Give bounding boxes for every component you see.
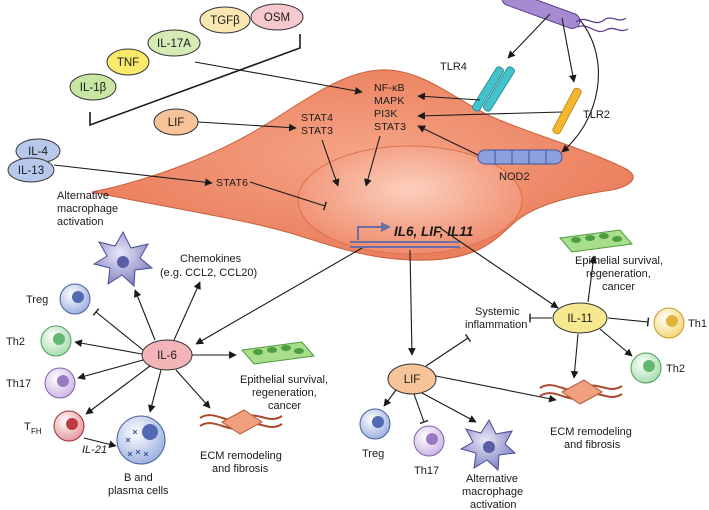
macrophage-icon [92, 230, 154, 288]
tfh-subscript: FH [31, 427, 42, 436]
il6-ecm-1: ECM remodeling [200, 450, 282, 462]
tlr2-receptor-icon [552, 87, 582, 135]
b-plasma-cell-icon [116, 415, 166, 465]
cytokine-il17a: IL-17A [147, 29, 201, 57]
il6-epithelial-1: Epithelial survival, [240, 374, 328, 386]
stat3-label-b: STAT3 [301, 125, 333, 137]
mapk-label: MAPK [374, 95, 405, 107]
il6-epithelial-2: regeneration, [252, 387, 317, 399]
il11-th1-label: Th1 [688, 318, 707, 330]
il6-oval: IL-6 [141, 339, 193, 371]
il6-treg-label: Treg [26, 294, 48, 306]
lif-macrophage-icon [459, 418, 517, 472]
il11-epithelial-1: Epithelial survival, [575, 255, 663, 267]
il11-th2-label: Th2 [666, 363, 685, 375]
il11-th2-cell-icon [630, 352, 662, 384]
il6-alt-macrophage-3: activation [57, 216, 103, 228]
svg-text:IL-13: IL-13 [18, 165, 44, 177]
stat3-label-a: STAT3 [374, 121, 406, 133]
lif-treg-label: Treg [362, 448, 384, 460]
cytokine-il4: IL-4 [15, 138, 61, 164]
cytokine-osm: OSM [250, 3, 304, 31]
cytokine-tnf: TNF [106, 48, 150, 76]
tfh-cell-icon [53, 410, 85, 442]
il6-th2-label: Th2 [6, 336, 25, 348]
th2-cell-icon [40, 325, 72, 357]
nfkb-label: NF-κB [374, 82, 405, 94]
svg-text:LIF: LIF [168, 117, 185, 129]
tlr4-receptor-icon [472, 66, 515, 112]
svg-text:IL-6: IL-6 [157, 350, 177, 362]
lif-alt-macrophage-3: activation [470, 499, 516, 510]
lif-alt-macrophage-1: Alternative [466, 473, 518, 485]
il6-alt-macrophage-1: Alternative [57, 190, 109, 202]
il6-th17-label: Th17 [6, 378, 31, 390]
th17-cell-icon [44, 367, 76, 399]
lif-oval: LIF [387, 363, 437, 395]
systemic-label-2: inflammation [465, 319, 527, 331]
il11-oval: IL-11 [552, 302, 608, 334]
il6-alt-macrophage-2: macrophage [57, 203, 118, 215]
svg-text:OSM: OSM [264, 12, 290, 24]
il6-ecm-2: and fibrosis [212, 463, 269, 475]
il11-epithelium-icon [559, 229, 633, 253]
tfh-label: T [24, 421, 31, 433]
svg-text:TNF: TNF [117, 57, 139, 69]
il6-epithelial-3: cancer [268, 400, 301, 412]
svg-text:IL-11: IL-11 [567, 313, 592, 325]
lif-ecm-1: ECM remodeling [550, 426, 632, 438]
stat6-label: STAT6 [216, 177, 248, 189]
il11-epithelial-2: regeneration, [586, 268, 651, 280]
cytokine-lif-input: LIF [153, 108, 199, 136]
svg-text:LIF: LIF [404, 374, 421, 386]
b-plasma-label-1: B and [124, 472, 153, 484]
chemokines-label: Chemokines [180, 253, 242, 265]
nod2-receptor-icon [477, 149, 563, 165]
lif-th17-label: Th17 [414, 465, 439, 477]
ecm-fibrosis-icon [199, 409, 283, 435]
lif-ecm-2: and fibrosis [564, 439, 621, 451]
cytokine-bracket [89, 34, 301, 127]
th1-cell-icon [653, 307, 685, 339]
systemic-label-1: Systemic [475, 306, 520, 318]
il11-epithelial-3: cancer [602, 281, 635, 293]
target-genes: IL6, LIF, IL11 [394, 224, 473, 239]
svg-text:TGFβ: TGFβ [210, 15, 240, 27]
bacterium-icon [501, 0, 629, 33]
treg-cell-icon [59, 283, 91, 315]
lif-alt-macrophage-2: macrophage [462, 486, 523, 498]
dna-icon [350, 222, 460, 248]
lif-ecm-fibrosis-icon [539, 379, 623, 405]
svg-text:IL-17A: IL-17A [157, 38, 191, 50]
cytokine-il13: IL-13 [7, 157, 55, 183]
epithelium-icon [241, 341, 315, 365]
lif-treg-cell-icon [359, 408, 391, 440]
stat4-label: STAT4 [301, 112, 333, 124]
b-plasma-label-2: plasma cells [108, 485, 169, 497]
chemokines-examples: (e.g. CCL2, CCL20) [160, 267, 257, 279]
nod2-label: NOD2 [499, 171, 530, 183]
svg-text:IL-1β: IL-1β [80, 82, 107, 94]
cytokine-il1b: IL-1β [69, 73, 117, 101]
lif-th17-cell-icon [413, 425, 445, 457]
svg-text:IL-4: IL-4 [28, 146, 48, 158]
cytokine-tgfb: TGFβ [199, 6, 251, 34]
il21-label: IL-21 [82, 444, 107, 456]
pi3k-label: PI3K [374, 108, 398, 120]
tlr4-label: TLR4 [440, 61, 467, 73]
tlr2-label: TLR2 [583, 109, 610, 121]
